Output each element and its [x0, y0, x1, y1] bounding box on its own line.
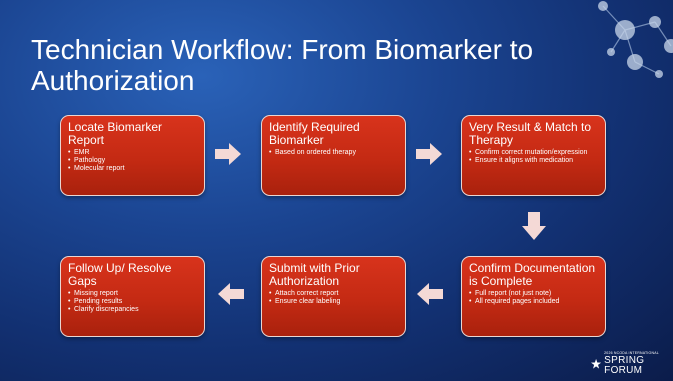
bullet-item: Clarify discrepancies — [68, 306, 197, 314]
bullet-item: Based on ordered therapy — [269, 149, 398, 157]
logo-subtitle: 2026 NCODA INTERNATIONAL — [604, 351, 659, 355]
arrow-down-icon — [522, 212, 546, 240]
bullet-item: All required pages included — [469, 298, 598, 306]
arrow-right-icon — [215, 143, 241, 165]
step-title: Confirm Documentation is Complete — [469, 261, 596, 288]
bullet-item: Attach correct report — [269, 290, 398, 298]
step-bullets: Missing report Pending results Clarify d… — [68, 290, 197, 314]
step-title: Identify Required Biomarker — [269, 120, 360, 147]
bullet-item: Molecular report — [68, 165, 197, 173]
molecule-graphic — [598, 1, 673, 78]
step-title: Locate Biomarker Report — [68, 120, 163, 147]
step-bullets: Based on ordered therapy — [269, 149, 398, 157]
ncoda-star-icon — [591, 358, 602, 369]
spring-forum-logo: 2026 NCODA INTERNATIONAL SPRING FORUM — [591, 351, 673, 376]
step-title: Follow Up/ Resolve Gaps — [68, 261, 172, 288]
bullet-item: EMR — [68, 149, 197, 157]
bullet-item: Ensure clear labeling — [269, 298, 398, 306]
step-bullets: Attach correct report Ensure clear label… — [269, 290, 398, 306]
step-box-submit-authorization: Submit with Prior Authorization Attach c… — [261, 256, 406, 337]
bullet-item: Confirm correct mutation/expression — [469, 149, 598, 157]
step-bullets: EMR Pathology Molecular report — [68, 149, 197, 173]
step-title: Submit with Prior Authorization — [269, 261, 360, 288]
step-box-locate-biomarker: Locate Biomarker Report EMR Pathology Mo… — [60, 115, 205, 196]
step-box-confirm-documentation: Confirm Documentation is Complete Full r… — [461, 256, 606, 337]
bullet-item: Pathology — [68, 157, 197, 165]
slide-title: Technician Workflow: From Biomarker to A… — [31, 34, 534, 96]
arrow-left-icon — [218, 283, 244, 305]
bullet-item: Full report (not just note) — [469, 290, 598, 298]
step-box-identify-biomarker: Identify Required Biomarker Based on ord… — [261, 115, 406, 196]
bullet-item: Pending results — [68, 298, 197, 306]
step-box-follow-up: Follow Up/ Resolve Gaps Missing report P… — [60, 256, 205, 337]
step-title: Very Result & Match to Therapy — [469, 120, 592, 147]
arrow-left-icon — [417, 283, 443, 305]
step-bullets: Confirm correct mutation/expression Ensu… — [469, 149, 598, 165]
bullet-item: Missing report — [68, 290, 197, 298]
bullet-item: Ensure it aligns with medication — [469, 157, 598, 165]
step-box-verify-result: Very Result & Match to Therapy Confirm c… — [461, 115, 606, 196]
step-bullets: Full report (not just note) All required… — [469, 290, 598, 306]
arrow-right-icon — [416, 143, 442, 165]
logo-title: SPRING FORUM — [604, 354, 645, 376]
